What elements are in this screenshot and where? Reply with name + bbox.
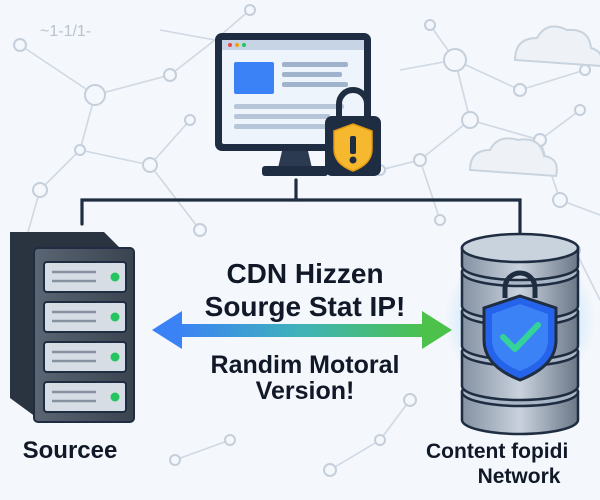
connector-lines bbox=[80, 178, 522, 240]
center-title-line-1: CDN Hizzen bbox=[226, 258, 384, 289]
source-label: Sourcee bbox=[22, 437, 118, 464]
background-nodes bbox=[13, 4, 591, 477]
background-scribble: ~1-1/1- bbox=[40, 23, 91, 40]
checkmark-icon bbox=[500, 322, 541, 352]
double-arrow-icon bbox=[152, 311, 452, 349]
cloud-icon bbox=[468, 25, 600, 178]
cdn-label-line-2: Network bbox=[477, 465, 561, 488]
server-rack-icon bbox=[10, 232, 135, 423]
cdn-label-line-1: Content fopidi bbox=[426, 440, 569, 463]
center-subtitle-line-1: Randim Motoral bbox=[210, 351, 400, 379]
center-subtitle-line-2: Version! bbox=[255, 377, 355, 405]
padlock-icon bbox=[325, 87, 381, 176]
center-title-line-2: Sourge Stat IP! bbox=[204, 291, 406, 322]
shield-icon bbox=[482, 270, 558, 382]
